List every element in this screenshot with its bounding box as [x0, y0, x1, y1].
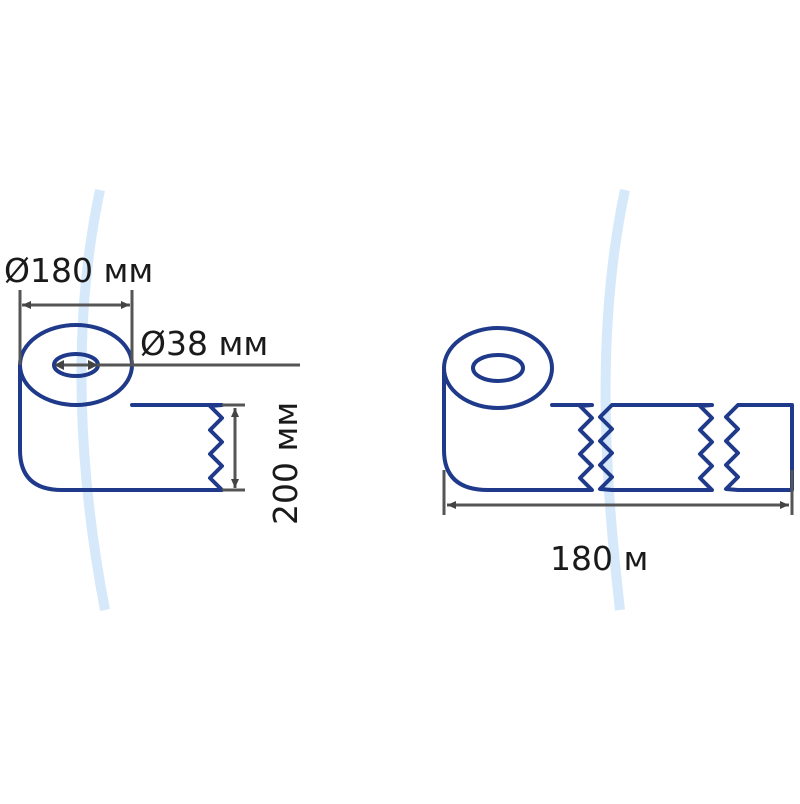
- dim-inner-arrow-left: [54, 360, 64, 370]
- dimensions-right: [442, 470, 794, 515]
- roll-left-strip: [18, 363, 224, 492]
- label-outer-diameter: Ø180 мм: [4, 251, 153, 290]
- roll-right-strip-segment-1: [442, 366, 594, 492]
- roll-right-top-ellipse: [442, 326, 554, 410]
- background-curve-right: [600, 188, 630, 611]
- roll-right-strip-segment-3: [724, 403, 794, 492]
- label-length: 180 м: [550, 539, 648, 578]
- label-width: 200 мм: [266, 402, 305, 525]
- roll-right-core-ellipse: [471, 353, 525, 383]
- dim-inner-arrow-right: [88, 360, 98, 370]
- dimensions-left: [18, 290, 300, 492]
- roll-right-strip-segment-2: [598, 403, 714, 492]
- label-inner-diameter: Ø38 мм: [140, 324, 268, 363]
- roll-right: [442, 326, 794, 492]
